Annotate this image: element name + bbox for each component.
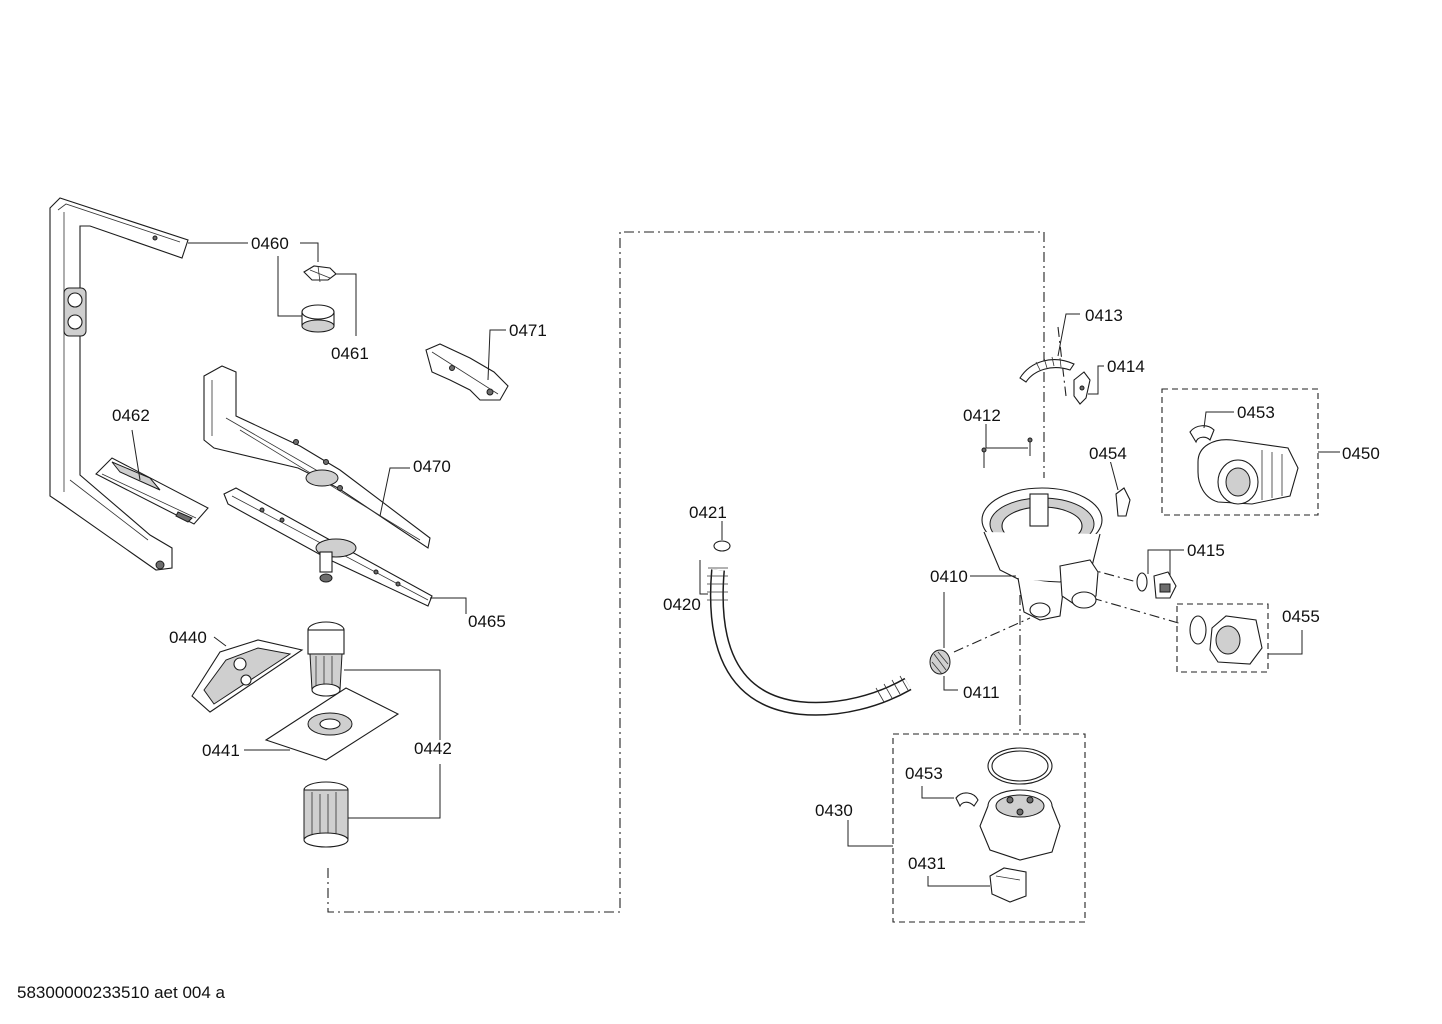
part-label-0453-pump: 0453 bbox=[1236, 403, 1276, 422]
sump-cover-group-box bbox=[892, 733, 1086, 923]
coarse-filter-part bbox=[307, 621, 345, 697]
part-label-0462: 0462 bbox=[111, 406, 151, 425]
sump-part bbox=[981, 487, 1103, 621]
drain-hose-part bbox=[707, 540, 912, 716]
check-valve-part bbox=[929, 649, 951, 675]
micro-filter-part bbox=[191, 639, 304, 713]
part-label-0441: 0441 bbox=[201, 741, 241, 760]
heat-pump-part bbox=[1189, 425, 1299, 505]
part-label-0455: 0455 bbox=[1281, 607, 1321, 626]
part-label-0465: 0465 bbox=[467, 612, 507, 631]
drawing-code: 58300000233510 aet 004 a bbox=[17, 983, 225, 1002]
part-label-0450: 0450 bbox=[1341, 444, 1381, 463]
sump-cover-parts bbox=[955, 747, 1061, 903]
fine-filter-part bbox=[303, 781, 349, 848]
screw-parts bbox=[981, 437, 1033, 468]
clip-parts bbox=[1019, 356, 1091, 405]
flat-filter-part bbox=[264, 687, 400, 761]
lower-spray-arm-part bbox=[223, 487, 433, 607]
part-label-0411: 0411 bbox=[962, 683, 1001, 702]
part-label-0440: 0440 bbox=[168, 628, 208, 647]
part-label-0420: 0420 bbox=[662, 595, 702, 614]
part-label-0431: 0431 bbox=[907, 854, 947, 873]
supply-pipe-part bbox=[49, 197, 189, 571]
part-label-0412: 0412 bbox=[962, 406, 1002, 425]
part-label-0471: 0471 bbox=[508, 321, 548, 340]
pump-group-box bbox=[1161, 388, 1319, 516]
latch-part bbox=[1115, 487, 1131, 517]
part-label-0415: 0415 bbox=[1186, 541, 1226, 560]
part-label-0454: 0454 bbox=[1088, 444, 1128, 463]
part-label-0460: 0460 bbox=[250, 234, 290, 253]
part-label-0421: 0421 bbox=[688, 503, 728, 522]
spray-arm-bracket-part bbox=[425, 343, 509, 401]
part-label-0442: 0442 bbox=[413, 739, 453, 758]
drain-pump-group-box bbox=[1176, 603, 1269, 673]
leader-lines bbox=[131, 242, 1340, 887]
part-label-0470: 0470 bbox=[412, 457, 452, 476]
fitting-parts bbox=[1136, 571, 1177, 599]
part-label-0414: 0414 bbox=[1106, 357, 1146, 376]
part-label-0410: 0410 bbox=[929, 567, 969, 586]
drain-pump-part bbox=[1189, 615, 1263, 665]
spray-arm-hub-parts bbox=[301, 265, 337, 333]
upper-spray-arm-part bbox=[203, 365, 431, 549]
part-label-0461: 0461 bbox=[330, 344, 370, 363]
cover-plate-part bbox=[95, 457, 209, 525]
part-label-0413: 0413 bbox=[1084, 306, 1124, 325]
part-label-0430: 0430 bbox=[814, 801, 854, 820]
part-label-0453-sump: 0453 bbox=[904, 764, 944, 783]
